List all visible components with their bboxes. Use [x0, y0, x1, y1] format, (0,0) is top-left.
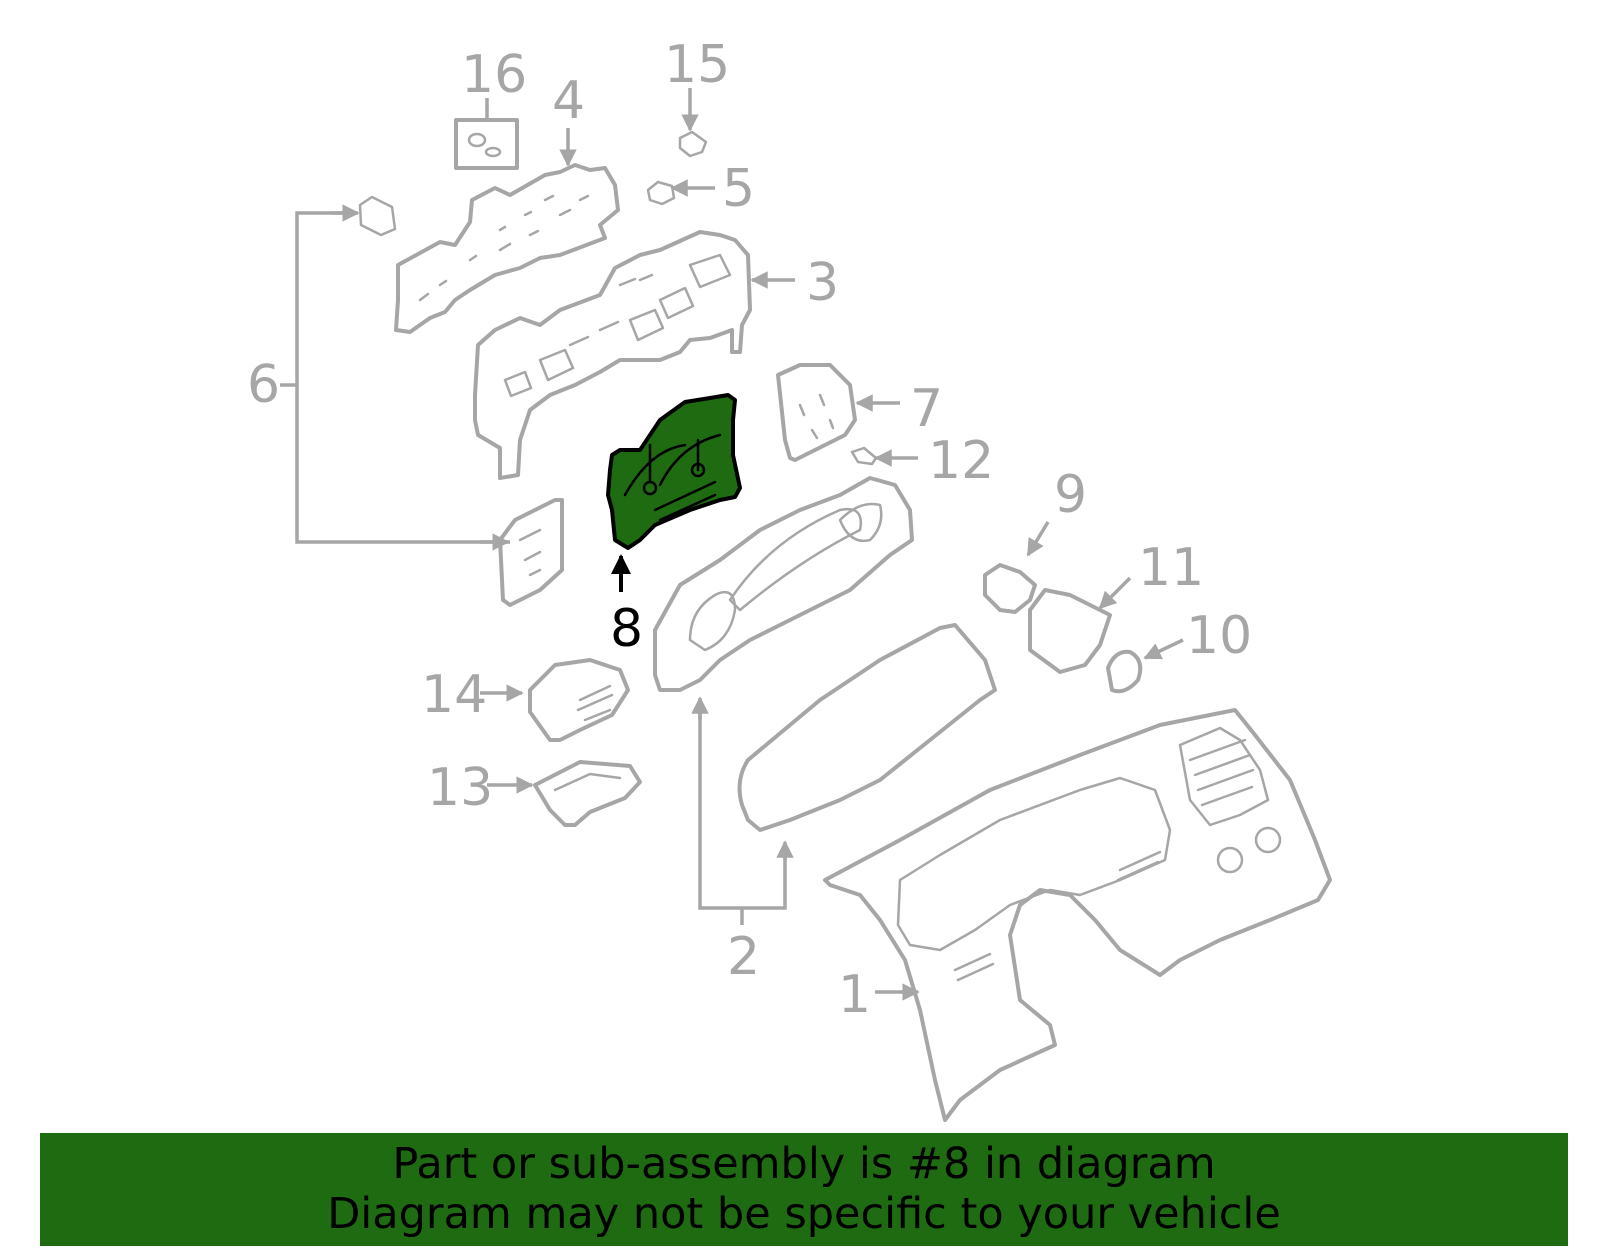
callout-14: 14 — [421, 665, 487, 725]
part-7-gauge — [776, 363, 900, 462]
callout-9: 9 — [1054, 465, 1087, 525]
callout-6: 6 — [247, 355, 280, 415]
callout-12: 12 — [928, 431, 994, 491]
callout-3: 3 — [806, 253, 839, 313]
part-6-group — [280, 195, 564, 607]
callout-1: 1 — [838, 965, 871, 1025]
callout-13: 13 — [427, 758, 493, 818]
part-2-bezel — [653, 476, 997, 925]
part-4-circuit-board — [394, 128, 620, 334]
part-5-socket — [646, 179, 715, 206]
part-14-switch-housing — [480, 658, 630, 742]
info-banner: Part or sub-assembly is #8 in diagram Di… — [40, 1133, 1568, 1246]
part-16-connector — [454, 98, 519, 170]
callout-4: 4 — [552, 71, 585, 131]
callout-11: 11 — [1138, 538, 1204, 598]
callout-16: 16 — [461, 45, 527, 105]
part-12-bulb — [850, 446, 918, 467]
part-10-knob — [1106, 638, 1184, 694]
part-15-socket — [678, 88, 708, 158]
callout-7: 7 — [910, 379, 943, 439]
part-11-module — [1028, 576, 1132, 674]
part-9-switch — [983, 521, 1050, 614]
callout-15: 15 — [664, 35, 730, 95]
parts-diagram: 16 4 15 5 3 6 7 — [247, 35, 1332, 1122]
callout-2: 2 — [727, 927, 760, 987]
part-3-housing — [473, 230, 795, 480]
callout-5: 5 — [722, 159, 755, 219]
banner-line-2: Diagram may not be specific to your vehi… — [327, 1189, 1281, 1239]
banner-line-1: Part or sub-assembly is #8 in diagram — [392, 1139, 1216, 1189]
part-13-tray — [487, 760, 642, 827]
callout-10: 10 — [1186, 606, 1252, 666]
part-8-highlighted-cluster — [606, 393, 742, 592]
part-1-instrument-panel — [823, 708, 1332, 1122]
callout-8: 8 — [610, 599, 643, 659]
